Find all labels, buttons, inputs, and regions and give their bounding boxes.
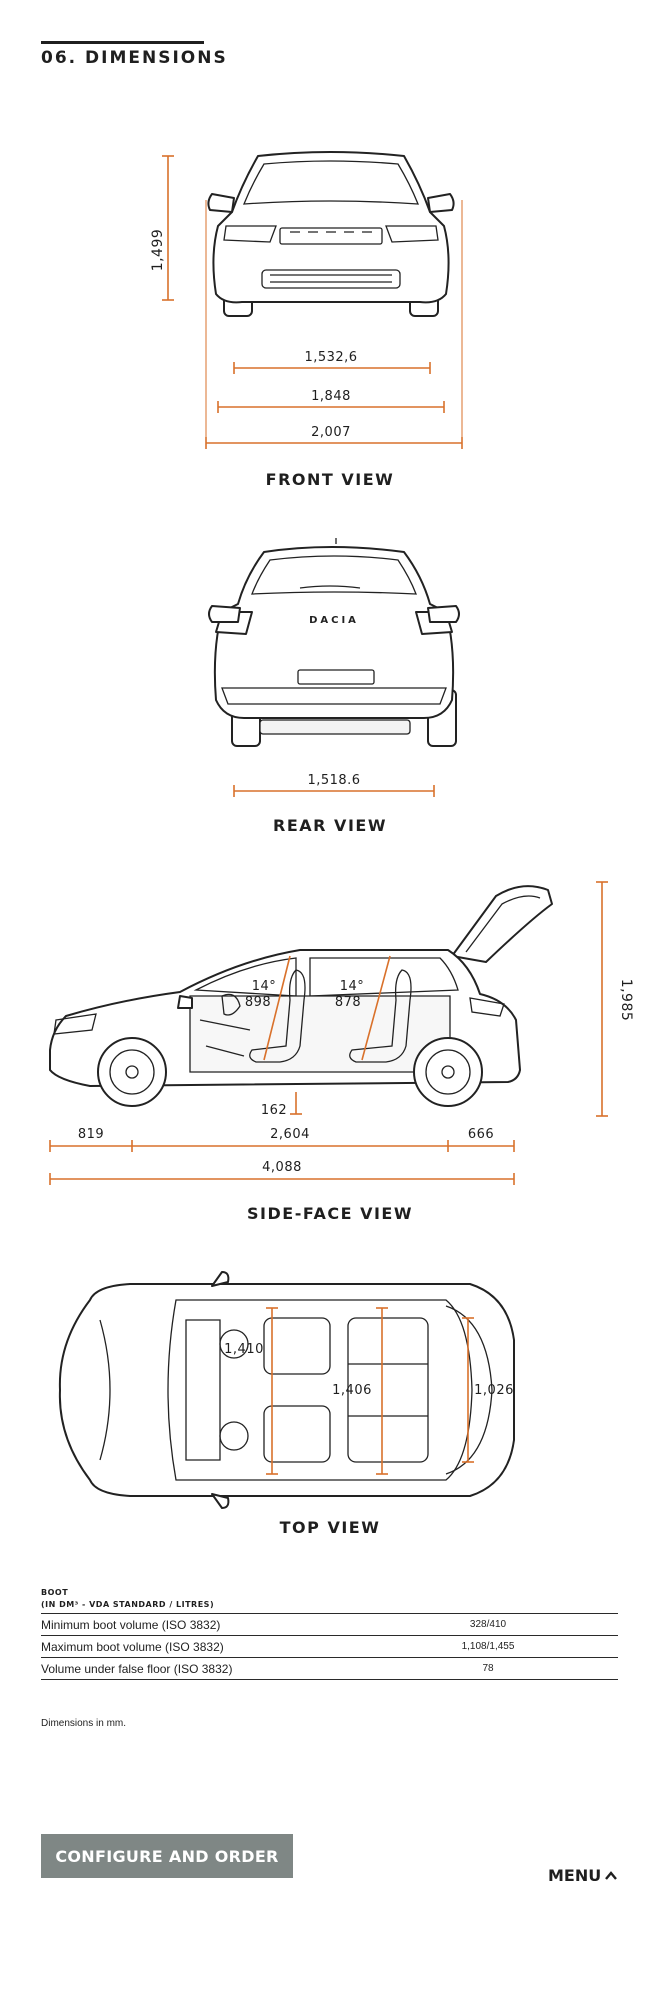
rear-track-value: 1,518.6 (307, 773, 360, 788)
top-rear-width-dimension (376, 1307, 388, 1475)
section-title: 06. DIMENSIONS (41, 48, 228, 68)
rear-track-dimension (233, 785, 435, 797)
top-front-width-dimension (266, 1307, 278, 1475)
boot-row-label: Minimum boot volume (ISO 3832) (41, 1613, 358, 1636)
top-boot-width-dimension (462, 1317, 474, 1463)
rear-overhang-value: 666 (468, 1127, 494, 1142)
front-track-dimension (233, 362, 431, 374)
top-front-width-value: 1,410 (224, 1342, 264, 1357)
side-car-illustration (49, 885, 553, 1107)
front-overhang-value: 819 (78, 1127, 104, 1142)
section-rule (41, 41, 204, 44)
boot-sublabel: (IN DM³ - VDA STANDARD / LITRES) (41, 1600, 215, 1609)
menu-label: MENU (548, 1866, 602, 1885)
top-view-title: TOP VIEW (279, 1518, 381, 1537)
boot-row-value: 78 (358, 1657, 618, 1680)
top-rear-width-value: 1,406 (332, 1383, 372, 1398)
front-track-value: 1,532,6 (304, 350, 357, 365)
rear-car-illustration (208, 538, 460, 747)
boot-row-label: Maximum boot volume (ISO 3832) (41, 1635, 358, 1658)
side-view-title: SIDE-FACE VIEW (247, 1204, 413, 1223)
front-mirror-width-dimension (205, 200, 463, 449)
configure-and-order-button[interactable]: CONFIGURE AND ORDER (41, 1834, 293, 1878)
chevron-up-icon (605, 1869, 618, 1885)
rear-seat-angle-line (361, 955, 391, 1061)
boot-row-value: 328/410 (358, 1613, 618, 1636)
side-overhang-dimensions (49, 1140, 515, 1152)
front-seat-angle-value: 14° (252, 979, 277, 994)
boot-row-label: Volume under false floor (ISO 3832) (41, 1657, 358, 1680)
front-seat-height-value: 898 (245, 995, 271, 1010)
table-row: Volume under false floor (ISO 3832) 78 (41, 1657, 618, 1680)
front-car-illustration (207, 151, 455, 317)
front-width-dimension (217, 401, 445, 413)
length-value: 4,088 (262, 1160, 302, 1175)
rear-seat-height-value: 878 (335, 995, 361, 1010)
rear-seat-angle-value: 14° (340, 979, 365, 994)
table-row: Minimum boot volume (ISO 3832) 328/410 (41, 1613, 618, 1636)
menu-button[interactable]: MENU (548, 1866, 618, 1885)
front-view-title: FRONT VIEW (265, 470, 395, 489)
section-number: 06. (41, 48, 78, 68)
rear-view-title: REAR VIEW (273, 816, 387, 835)
table-row: Maximum boot volume (ISO 3832) 1,108/1,4… (41, 1635, 618, 1658)
ground-clearance-dimension (290, 1092, 302, 1115)
top-car-illustration (58, 1271, 515, 1509)
rear-badge: DACIA (309, 615, 359, 626)
dimensions-footnote: Dimensions in mm. (41, 1718, 127, 1729)
front-mirror-width-value: 2,007 (311, 425, 351, 440)
front-width-value: 1,848 (311, 389, 351, 404)
boot-volume-table: Minimum boot volume (ISO 3832) 328/410 M… (41, 1613, 618, 1680)
top-boot-width-value: 1,026 (474, 1383, 514, 1398)
front-height-value: 1,499 (150, 229, 166, 272)
side-height-open-dimension (596, 881, 608, 1117)
front-height-dimension (162, 155, 174, 301)
section-heading: DIMENSIONS (85, 48, 228, 68)
boot-label: BOOT (41, 1588, 69, 1597)
side-length-dimension (49, 1173, 515, 1185)
ground-clearance-value: 162 (261, 1103, 287, 1118)
front-seat-angle-line (263, 955, 291, 1061)
wheelbase-value: 2,604 (270, 1127, 310, 1142)
boot-row-value: 1,108/1,455 (358, 1635, 618, 1658)
side-height-open-value: 1,985 (618, 979, 634, 1022)
